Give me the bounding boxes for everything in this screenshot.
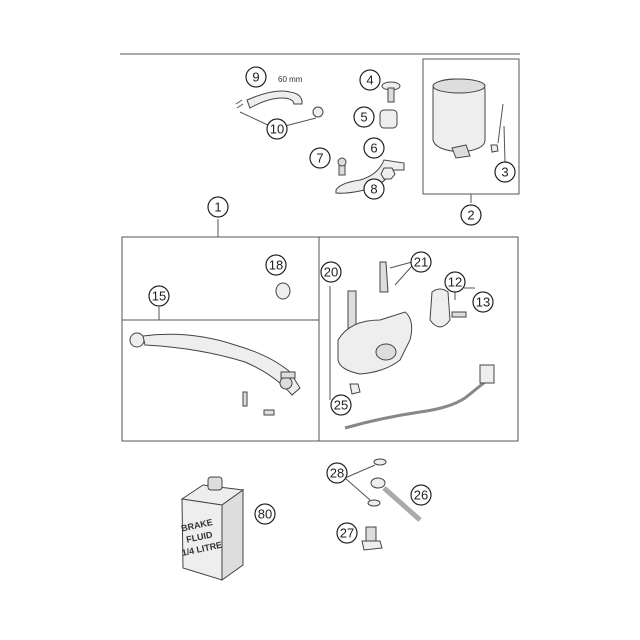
callout-6: 6 [363,137,385,159]
cover-part [275,282,291,300]
callout-28: 28 [326,462,348,484]
brake-fluid-reservoir [432,78,506,163]
brake-line-25 [344,364,495,430]
callout-1: 1 [207,196,229,218]
master-cylinder-body [329,261,467,400]
svg-text:8: 8 [370,182,377,197]
svg-text:5: 5 [360,110,367,125]
callout-8: 8 [363,178,385,200]
svg-text:27: 27 [340,526,354,541]
callout-5: 5 [353,106,375,128]
svg-text:3: 3 [501,165,508,180]
callout-2: 2 [460,204,482,226]
callout-13: 13 [472,291,494,313]
svg-text:7: 7 [316,151,323,166]
svg-text:1: 1 [214,200,221,215]
svg-text:9: 9 [252,70,259,85]
svg-text:80: 80 [258,507,272,522]
svg-text:25: 25 [334,398,348,413]
callout-26: 26 [410,484,432,506]
svg-text:21: 21 [414,255,428,270]
callout-leaders [344,261,475,501]
svg-text:28: 28 [330,466,344,481]
callout-12: 12 [444,271,466,293]
callout-3: 3 [494,161,516,183]
callout-80: 80 [254,503,276,525]
svg-text:20: 20 [324,265,338,280]
svg-text:4: 4 [366,73,373,88]
dimension-label: 60 mm [278,75,303,84]
callout-18: 18 [265,254,287,276]
svg-text:26: 26 [414,488,428,503]
callout-20: 20 [320,261,342,283]
svg-text:2: 2 [467,208,474,223]
svg-text:10: 10 [270,122,284,137]
svg-text:18: 18 [269,258,283,273]
hose-part [235,90,324,127]
reservoir-mount-parts [335,81,405,194]
callout-4: 4 [359,69,381,91]
svg-text:6: 6 [370,141,377,156]
svg-text:12: 12 [448,275,462,290]
brake-fluid-can: BRAKE FLUID 1/4 LITRE [180,476,245,581]
callout-10: 10 [266,118,288,140]
callout-21: 21 [410,251,432,273]
callout-7: 7 [309,147,331,169]
brake-lever [129,332,301,416]
svg-text:15: 15 [152,289,166,304]
callout-15: 15 [148,285,170,307]
svg-text:13: 13 [476,295,490,310]
callout-25: 25 [330,394,352,416]
banjo-parts [361,458,422,551]
lever-group-box [121,319,320,442]
callout-27: 27 [336,522,358,544]
callout-9: 9 [245,66,267,88]
